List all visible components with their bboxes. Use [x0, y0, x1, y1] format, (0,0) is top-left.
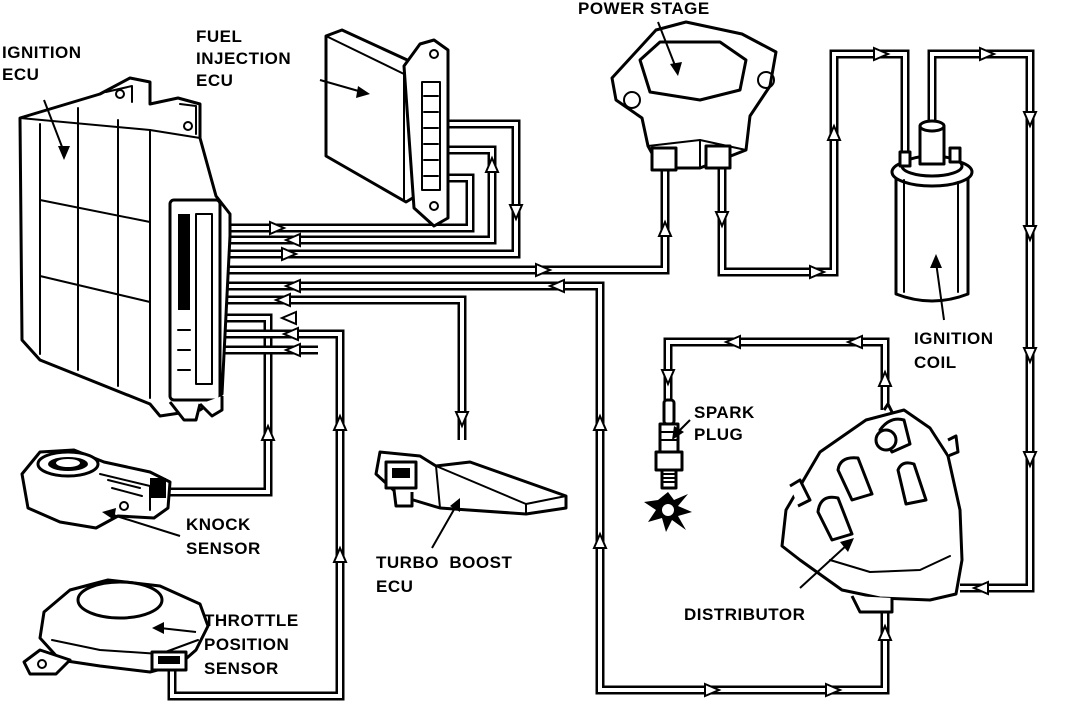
arrow-down	[1022, 225, 1038, 243]
fuel-injection-ecu-unit	[324, 28, 450, 228]
arrow-right	[979, 46, 997, 62]
arrow-up	[877, 369, 893, 387]
wire-fuel-ecu-2	[225, 145, 497, 245]
arrow-left	[279, 310, 297, 326]
arrow-down	[508, 204, 524, 222]
arrow-down	[714, 211, 730, 229]
arrow-up	[260, 423, 276, 441]
arrow-down	[454, 411, 470, 429]
arrow-left	[281, 326, 299, 342]
arrow-up	[484, 155, 500, 173]
arrow-up	[826, 123, 842, 141]
arrow-down	[1022, 451, 1038, 469]
wire-spark-plug	[663, 337, 890, 410]
arrow-down	[1022, 347, 1038, 365]
label-ignition-ecu: IGNITION ECU	[2, 43, 87, 84]
throttle-position-sensor-unit	[22, 578, 210, 676]
wire-turbo-ecu	[225, 295, 467, 440]
arrow-up	[877, 623, 893, 641]
label-fuel-injection-ecu: FUEL INJECTION ECU	[196, 27, 296, 90]
wire-throttle-sensor	[167, 329, 345, 701]
leader-fuel-ecu	[319, 79, 363, 93]
arrow-right	[269, 220, 287, 236]
arrow-left	[273, 292, 291, 308]
arrow-left	[723, 334, 741, 350]
wire-fuel-ecu-3	[225, 119, 521, 259]
leader-distributor	[799, 543, 849, 589]
arrow-left	[845, 334, 863, 350]
arrow-left	[547, 278, 565, 294]
arrow-right	[535, 262, 553, 278]
arrow-left	[283, 278, 301, 294]
label-power-stage: POWER STAGE	[578, 0, 710, 18]
leader-throttle	[159, 627, 197, 633]
arrow-down	[660, 369, 676, 387]
arrow-up	[332, 545, 348, 563]
arrow-left	[283, 342, 301, 358]
leader-turbo-ecu	[431, 505, 457, 549]
leader-ignition-ecu	[43, 99, 65, 153]
label-throttle-position-sensor: THROTTLE POSITION SENSOR	[204, 611, 304, 678]
leader-ignition-coil	[935, 261, 945, 321]
label-ignition-coil: IGNITION COIL	[914, 329, 999, 372]
wire-fuel-ecu-1	[225, 173, 475, 233]
label-leaders	[43, 21, 945, 634]
ignition-coil-unit	[890, 119, 974, 303]
arrow-up	[592, 413, 608, 431]
wire-knock-sensor	[160, 313, 273, 497]
arrow-up	[332, 413, 348, 431]
arrow-right	[281, 246, 299, 262]
leader-power-stage	[657, 21, 677, 69]
label-spark-plug: SPARK PLUG	[694, 403, 760, 444]
spark-plug-unit	[644, 398, 692, 532]
wire-power-stage-to-coil	[717, 49, 910, 277]
arrow-right	[809, 264, 827, 280]
turbo-boost-ecu-unit	[374, 450, 568, 516]
wire-power-stage-in	[225, 168, 670, 275]
flow-arrows	[260, 46, 1038, 698]
arrow-right	[873, 46, 891, 62]
wire-coil-to-distributor	[927, 49, 1035, 593]
component-labels: IGNITION ECU FUEL INJECTION ECU POWER ST…	[2, 0, 999, 678]
power-stage-unit	[610, 20, 778, 172]
distributor-unit	[780, 402, 964, 614]
knock-sensor-unit	[20, 448, 172, 530]
arrow-left	[283, 232, 301, 248]
arrow-up	[592, 531, 608, 549]
ignition-ecu-unit	[18, 76, 232, 422]
arrow-left	[971, 580, 989, 596]
label-distributor: DISTRIBUTOR	[684, 605, 805, 624]
arrow-right	[704, 682, 722, 698]
arrow-down	[1022, 111, 1038, 129]
arrow-right	[825, 682, 843, 698]
arrow-up	[657, 219, 673, 237]
wire-distributor-feedback	[225, 281, 890, 695]
wiring-harness	[160, 49, 1035, 701]
label-turbo-boost-ecu: TURBO BOOST ECU	[376, 553, 549, 596]
label-knock-sensor: KNOCK SENSOR	[186, 515, 261, 558]
leader-knock-sensor	[109, 513, 181, 537]
